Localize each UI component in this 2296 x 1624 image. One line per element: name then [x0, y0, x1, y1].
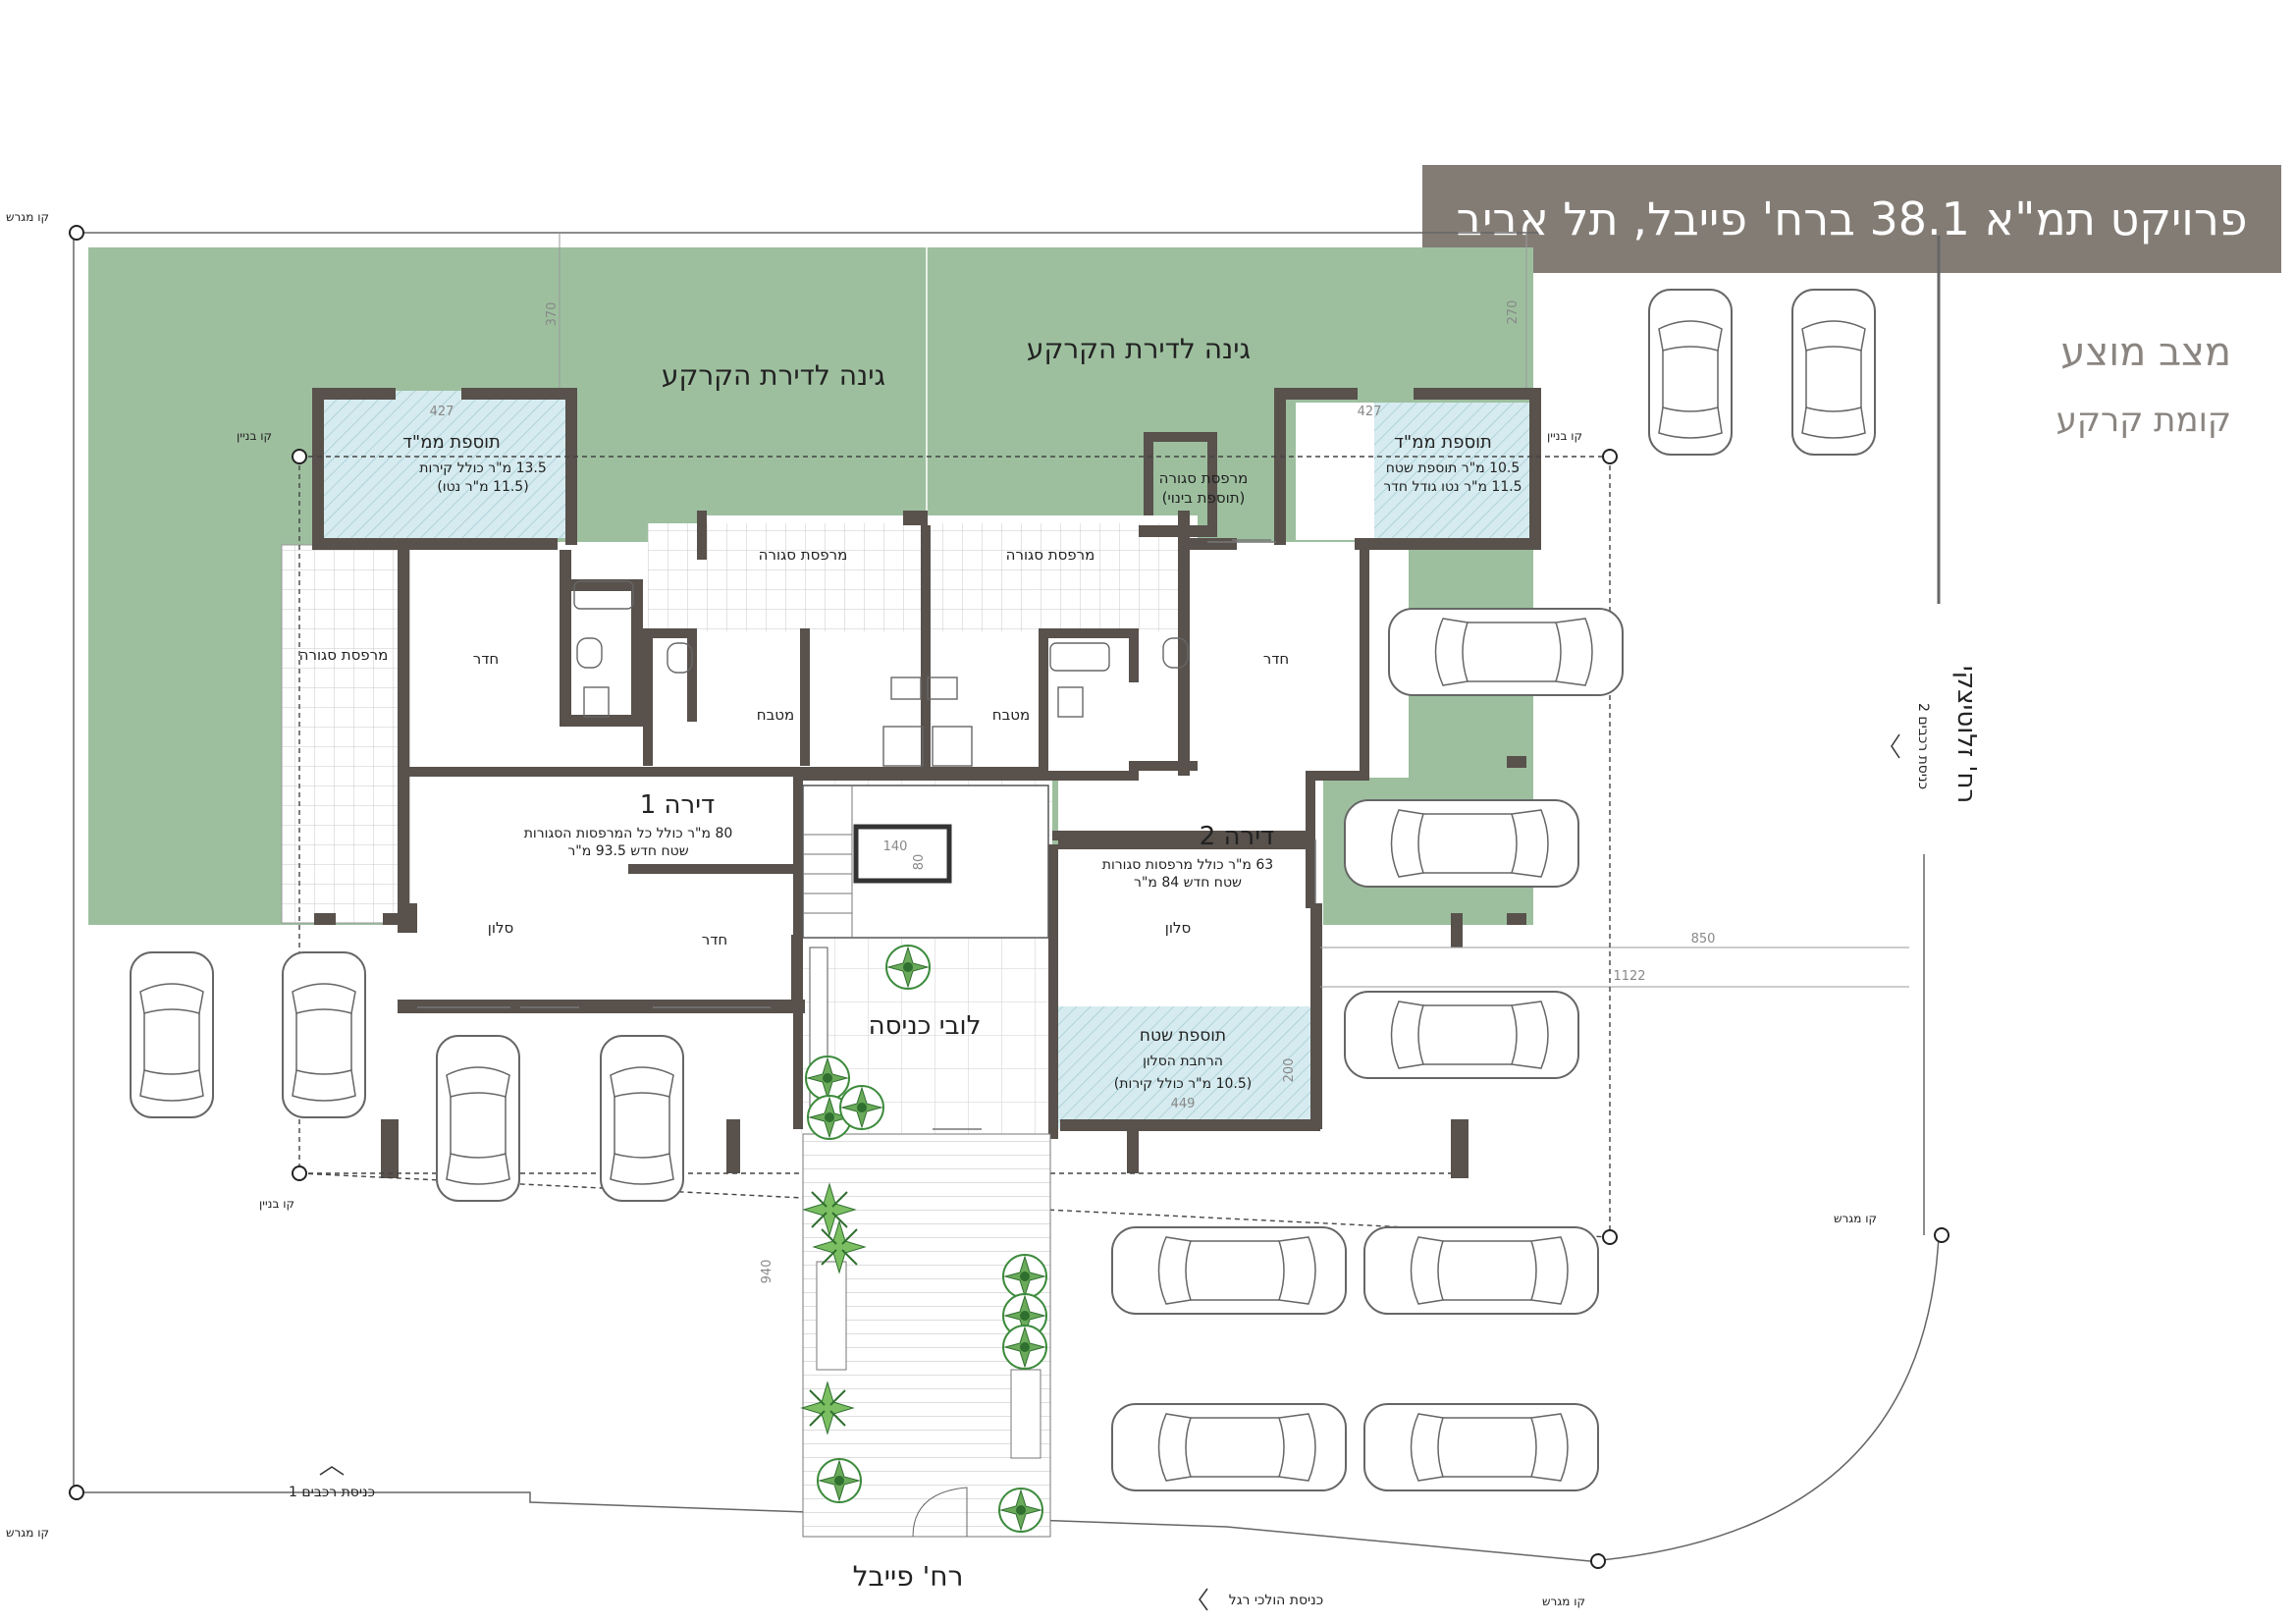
- apartment-2-name: דירה 2: [1200, 822, 1274, 851]
- dimension: 370: [545, 302, 560, 327]
- room-label: חדר: [702, 931, 727, 948]
- room-label: מרפסת סגורה: [1006, 546, 1095, 564]
- living-extension-title: תוספת שטח: [1140, 1026, 1226, 1046]
- stairwell: [802, 785, 1049, 1125]
- survey-points: [69, 225, 1949, 1569]
- mamad-right-labels: תוספת ממ"ד 10.5 מ"ר תוספת שטח 11.5 מ"ר נ…: [1383, 432, 1522, 495]
- room-label: סלון: [488, 919, 513, 937]
- mamad-right-title: תוספת ממ"ד: [1394, 432, 1492, 453]
- dimension: 850: [1691, 932, 1716, 947]
- room-label: חדר: [473, 650, 499, 668]
- dimension: 427: [430, 405, 454, 419]
- living-extension-area: (10.5 מ"ר כולל קירות): [1114, 1076, 1252, 1092]
- dimension: 1122: [1613, 969, 1645, 984]
- garden-label-right: גינה לדירת הקרקע: [1027, 333, 1251, 365]
- dimension: 140: [883, 839, 908, 854]
- room-label: (תוספת בינוי): [1162, 489, 1246, 507]
- apartment-1-name: דירה 1: [640, 790, 715, 820]
- room-labels: מרפסת סגורה חדר מרפסת סגורה מרפסת סגורה …: [299, 469, 1290, 948]
- room-label: סלון: [1165, 919, 1191, 937]
- dimension: 427: [1358, 405, 1382, 419]
- room-label: מטבח: [992, 706, 1030, 724]
- pedestrian-entrance: כניסת הולכי רגל: [1229, 1593, 1323, 1608]
- windows: [417, 539, 1316, 1130]
- room-label: מרפסת סגורה: [1159, 469, 1249, 487]
- floor-subheading: קומת קרקע: [2056, 401, 2231, 440]
- dimension: 80: [912, 854, 927, 871]
- apartment-1-labels: דירה 1 80 מ"ר כולל כל המרפסות הסגורות שט…: [524, 790, 733, 859]
- plot-line-label: קו מגרש: [6, 1526, 49, 1540]
- dimension: 940: [760, 1260, 774, 1284]
- garden-label-left: גינה לדירת הקרקע: [662, 359, 885, 392]
- walls: [312, 388, 1541, 1178]
- project-title: פרויקט תמ"א 38.1 ברח' פייבל, תל אביב: [1422, 165, 2281, 273]
- mamad-right-area: 10.5 מ"ר תוספת שטח: [1386, 460, 1521, 476]
- building-line-label: קו בניין: [1547, 429, 1582, 443]
- room-label: חדר: [1263, 650, 1289, 668]
- room-label: מטבח: [757, 706, 794, 724]
- mamad-left-title: תוספת ממ"ד: [402, 432, 501, 453]
- fixtures: [573, 580, 1189, 767]
- living-extension-desc: הרחבת הסלון: [1143, 1054, 1223, 1069]
- street-feibel: רח' פייבל: [853, 1560, 964, 1593]
- plot-line-label: קו מגרש: [1834, 1212, 1877, 1225]
- mamad-left-area: 13.5 מ"ר כולל קירות: [419, 460, 547, 476]
- pedestrian-entrance-arrow: [1199, 1588, 1208, 1611]
- vehicles-entrance-2: כניסת רכבים 2: [1915, 703, 1931, 789]
- dimension-lines: [559, 233, 1909, 988]
- apartment-2-new-area: שטח חדש 84 מ"ר: [1134, 875, 1242, 891]
- vehicles-entrance-1-arrow: [319, 1466, 345, 1476]
- mamad-left-net: (11.5 מ"ר נטו): [437, 479, 528, 495]
- apartment-1-area: 80 מ"ר כולל כל המרפסות הסגורות: [524, 826, 733, 841]
- dimension: 449: [1171, 1097, 1196, 1111]
- apartment-2-labels: דירה 2 63 מ"ר כולל מרפסות סגורות שטח חדש…: [1102, 822, 1274, 891]
- apartment-2-area: 63 מ"ר כולל מרפסות סגורות: [1102, 857, 1273, 873]
- lobby-label: לובי כניסה: [869, 1011, 982, 1041]
- plot-line-label: קו מגרש: [1542, 1595, 1585, 1608]
- vehicles-entrance-2-arrow: [1891, 733, 1900, 759]
- dimension: 270: [1506, 300, 1521, 325]
- mamad-left-labels: תוספת ממ"ד 13.5 מ"ר כולל קירות (11.5 מ"ר…: [402, 432, 547, 495]
- apartment-1-new-area: שטח חדש 93.5 מ"ר: [567, 843, 688, 859]
- building-line-label: קו בניין: [237, 429, 272, 443]
- living-extension-labels: תוספת שטח הרחבת הסלון (10.5 מ"ר כולל קיר…: [1114, 1026, 1252, 1092]
- mamad-right-net: 11.5 מ"ר נטו גודל חדר: [1383, 479, 1522, 495]
- vehicles-entrance-1: כניסת רכבים 1: [289, 1485, 375, 1500]
- dimension: 200: [1282, 1058, 1297, 1083]
- plan-heading: מצב מוצע: [2060, 330, 2231, 375]
- room-label: מרפסת סגורה: [299, 646, 389, 664]
- plot-line-label: קו מגרש: [6, 210, 49, 224]
- dimension-labels: 427 427 370 270 140 80 850 1122 449 200 …: [430, 300, 1716, 1284]
- building-line-label: קו בניין: [259, 1197, 294, 1211]
- street-zlotitsky: רח' זלוטיצקי: [1951, 666, 1981, 803]
- site-boundary: [73, 232, 1941, 1562]
- room-label: מרפסת סגורה: [759, 546, 848, 564]
